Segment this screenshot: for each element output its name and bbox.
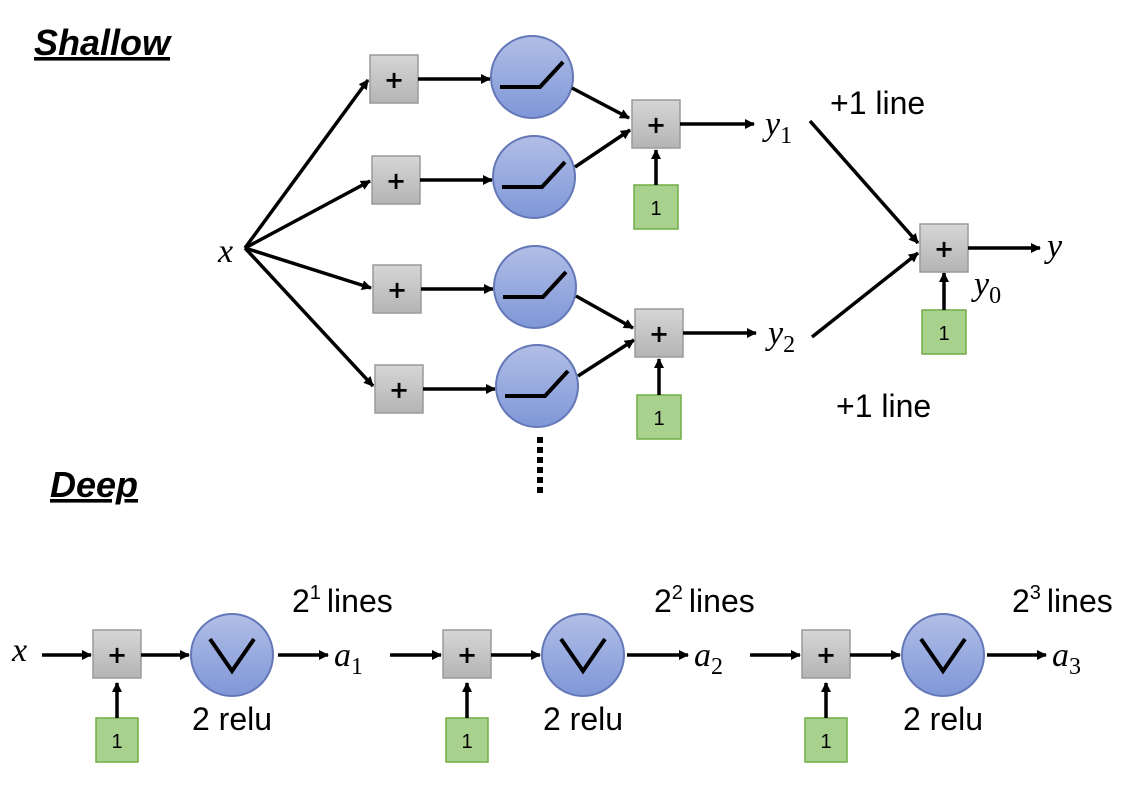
plus-label: + <box>107 641 127 669</box>
relu-pair-neuron <box>541 613 625 697</box>
relu-caption: 2 relu <box>543 701 623 737</box>
sum-node: + <box>369 54 419 104</box>
svg-text:+: + <box>387 276 407 304</box>
final-sum-edges <box>808 119 920 339</box>
relu-pair-neuron <box>190 613 274 697</box>
relu-neuron <box>492 135 576 219</box>
ramp-relu-icon <box>502 160 567 189</box>
ramp-relu-icon <box>505 369 570 398</box>
v-relu-icon <box>919 637 967 675</box>
bias-label: 1 <box>461 731 472 753</box>
bias-edges <box>651 149 949 395</box>
sum-node: + <box>801 629 851 679</box>
svg-text:+: + <box>389 376 409 404</box>
bias-node: 1 <box>95 717 139 763</box>
shallow-input-x: x <box>217 233 233 270</box>
sum-node: + <box>634 308 684 358</box>
svg-text:1: 1 <box>653 408 664 430</box>
svg-text:+: + <box>646 111 666 139</box>
stage-output-label: a3 <box>1052 637 1081 680</box>
sum-node: + <box>372 264 422 314</box>
more-neurons-ellipsis <box>537 437 543 493</box>
sum-node: + <box>374 364 424 414</box>
relu-neuron <box>495 344 579 428</box>
ramp-relu-icon <box>500 60 565 89</box>
deep-title: Deep <box>50 464 138 505</box>
sum-node: + <box>371 155 421 205</box>
bias-node: 1 <box>633 184 679 230</box>
shallow-title: Shallow <box>34 22 172 63</box>
sum-node: + <box>442 629 492 679</box>
bias-node: 1 <box>804 717 848 763</box>
relu-neuron <box>493 245 577 329</box>
plus-label: + <box>457 641 477 669</box>
y0-label: y0 <box>971 266 1001 309</box>
svg-text:1: 1 <box>938 323 949 345</box>
svg-text:+: + <box>934 235 954 263</box>
bias-node: 1 <box>921 309 967 355</box>
v-relu-icon <box>208 637 256 675</box>
neuron-to-sum-edges <box>571 86 635 378</box>
bias-label: 1 <box>111 731 122 753</box>
shallow-output-y: y <box>1044 228 1063 265</box>
svg-text:+: + <box>386 167 406 195</box>
svg-text:+: + <box>649 320 669 348</box>
box-to-neuron-edges <box>418 74 496 394</box>
y1-label: y1 <box>762 106 792 149</box>
relu-caption: 2 relu <box>192 701 272 737</box>
relu-neuron <box>490 35 574 119</box>
ramp-relu-icon <box>503 270 568 299</box>
bottom-line-note: +1 line <box>836 388 931 424</box>
relu-caption: 2 relu <box>903 701 983 737</box>
svg-text:+: + <box>384 66 404 94</box>
bias-node: 1 <box>445 717 489 763</box>
bias-label: 1 <box>820 731 831 753</box>
plus-label: + <box>816 641 836 669</box>
sum-node: + <box>919 223 969 273</box>
y2-label: y2 <box>765 315 795 358</box>
sum-node: + <box>92 629 142 679</box>
v-relu-icon <box>559 637 607 675</box>
relu-pair-neuron <box>901 613 985 697</box>
sum-to-output-edges <box>680 119 757 338</box>
bias-node: 1 <box>636 394 682 440</box>
stage-output-label: a1 <box>334 637 363 680</box>
deep-input-x: x <box>11 632 27 669</box>
svg-text:1: 1 <box>650 198 661 220</box>
stage-output-label: a2 <box>694 637 723 680</box>
top-line-note: +1 line <box>830 85 925 121</box>
input-edges <box>243 78 375 388</box>
sum-node: + <box>631 99 681 149</box>
